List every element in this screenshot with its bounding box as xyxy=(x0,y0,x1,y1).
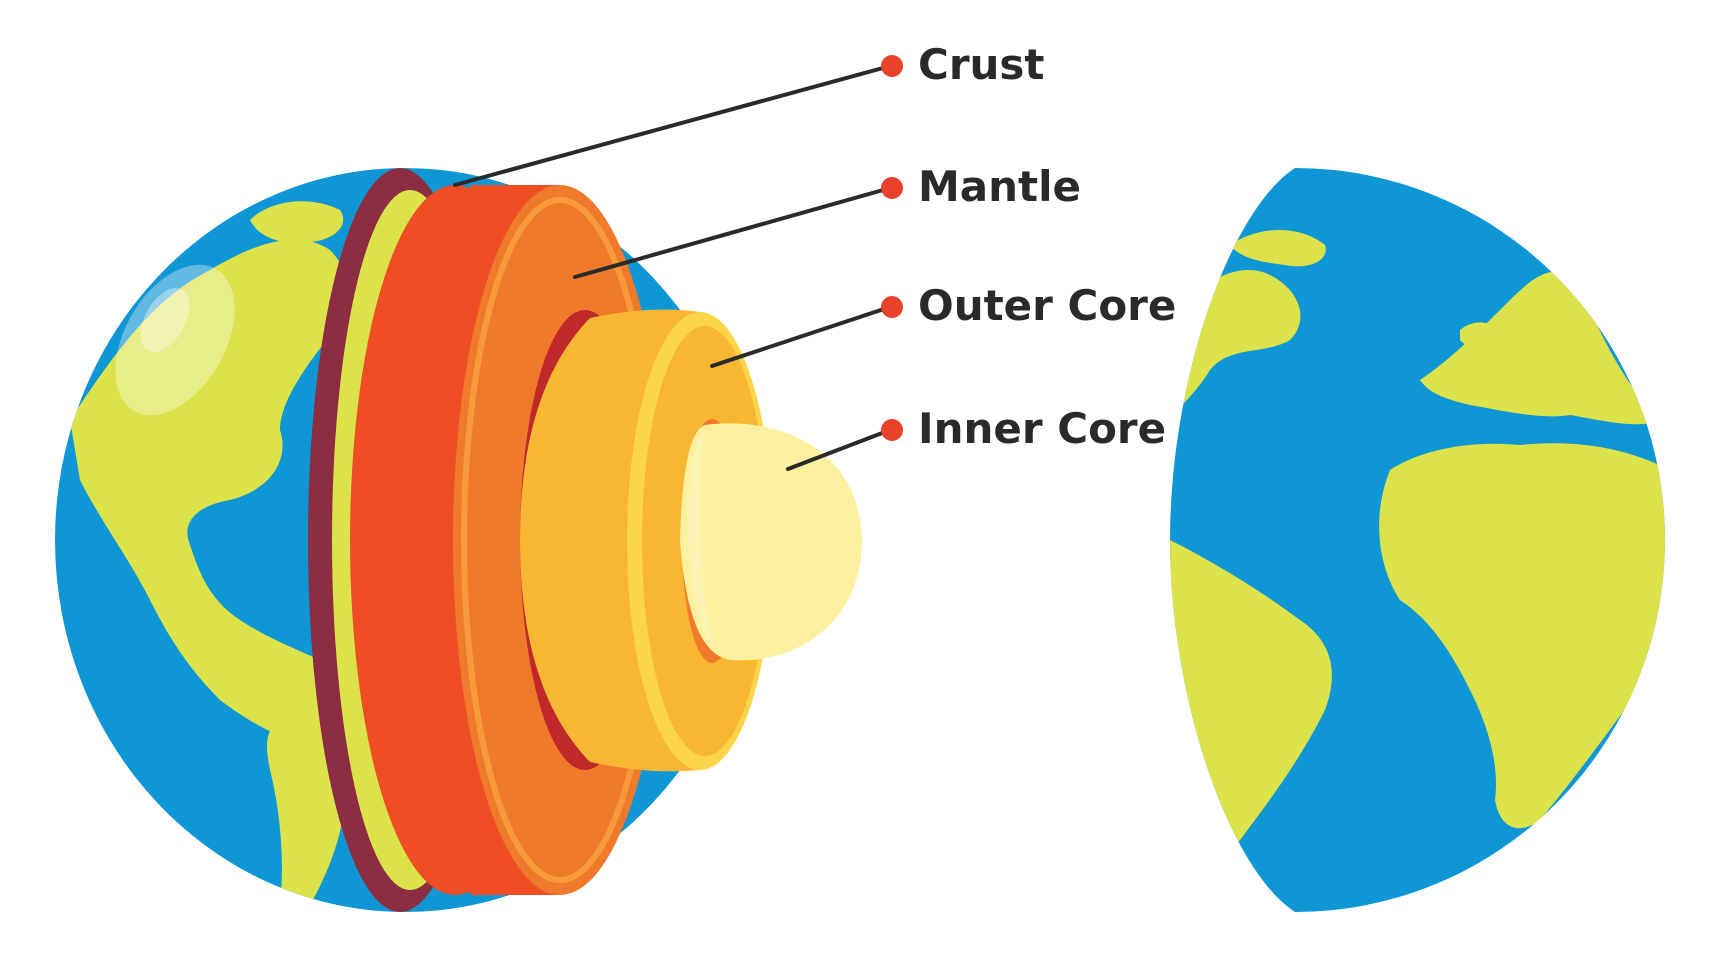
right-earth-hemisphere xyxy=(1170,168,1665,912)
outer-core-label-dot xyxy=(881,296,903,318)
inner-core-shade xyxy=(688,430,715,650)
crust-label: Crust xyxy=(918,40,1045,89)
eurasia-land xyxy=(1420,271,1660,425)
africa-land xyxy=(1379,443,1665,829)
mantle-label: Mantle xyxy=(918,162,1081,211)
outer-core-label: Outer Core xyxy=(918,281,1176,330)
south-america-land xyxy=(267,717,346,905)
mantle-leader-line xyxy=(573,186,892,279)
leader-lines xyxy=(453,64,892,471)
globe-highlight xyxy=(115,264,235,416)
left-continents xyxy=(70,201,348,905)
crust-leader-line xyxy=(453,64,892,187)
inner-core-label: Inner Core xyxy=(918,404,1166,453)
greenland-land xyxy=(250,201,344,243)
mantle-label-dot xyxy=(881,177,903,199)
crust-label-dot xyxy=(881,55,903,77)
inner-core-leader-line xyxy=(786,428,892,471)
north-america-land xyxy=(70,239,348,743)
inner-core-sphere xyxy=(680,423,862,661)
inner-core-label-dot xyxy=(881,419,903,441)
island-land xyxy=(1460,322,1500,349)
outer-core-leader-line xyxy=(710,305,892,368)
scandinavia-land xyxy=(1230,230,1326,267)
globe-highlight-small xyxy=(140,288,190,352)
